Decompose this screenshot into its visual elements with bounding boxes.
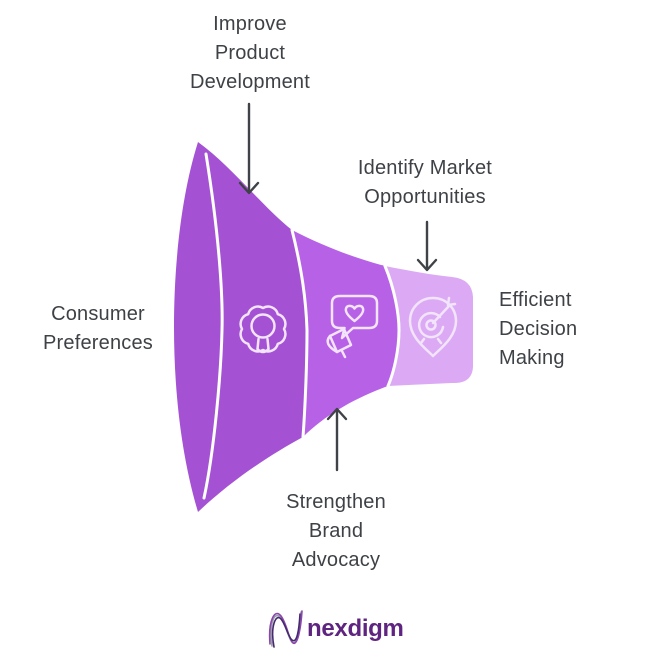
- callout-identify-market-opportunities: Identify Market Opportunities: [357, 157, 493, 208]
- nexdigm-logo-text: nexdigm: [307, 615, 404, 642]
- funnel-segment-3: [385, 266, 473, 386]
- funnel-dividers: [202, 152, 401, 500]
- target-pin-icon: [408, 296, 458, 358]
- callout-improve-product-development: Improve Product Development: [189, 13, 311, 93]
- callout-consumer-preferences: Consumer Preferences: [42, 303, 154, 354]
- funnel-icons: [239, 294, 458, 359]
- funnel-divider-2: [383, 264, 401, 388]
- arrow-down-improve-icon: [238, 102, 260, 195]
- funnel-rim-divider: [202, 152, 224, 500]
- chat-heart-megaphone-icon: [326, 294, 379, 359]
- gear-lightbulb-icon: [239, 305, 287, 354]
- arrow-up-strengthen-icon: [326, 407, 348, 472]
- callout-efficient-decision-making: Efficient Decision Making: [499, 289, 578, 369]
- callout-strengthen-brand-advocacy: Strengthen Brand Advocacy: [286, 491, 386, 571]
- callout-arrows: [238, 102, 438, 472]
- funnel-divider-1: [290, 228, 309, 439]
- nexdigm-logo-icon: [268, 610, 303, 648]
- arrow-down-identify-icon: [416, 220, 438, 272]
